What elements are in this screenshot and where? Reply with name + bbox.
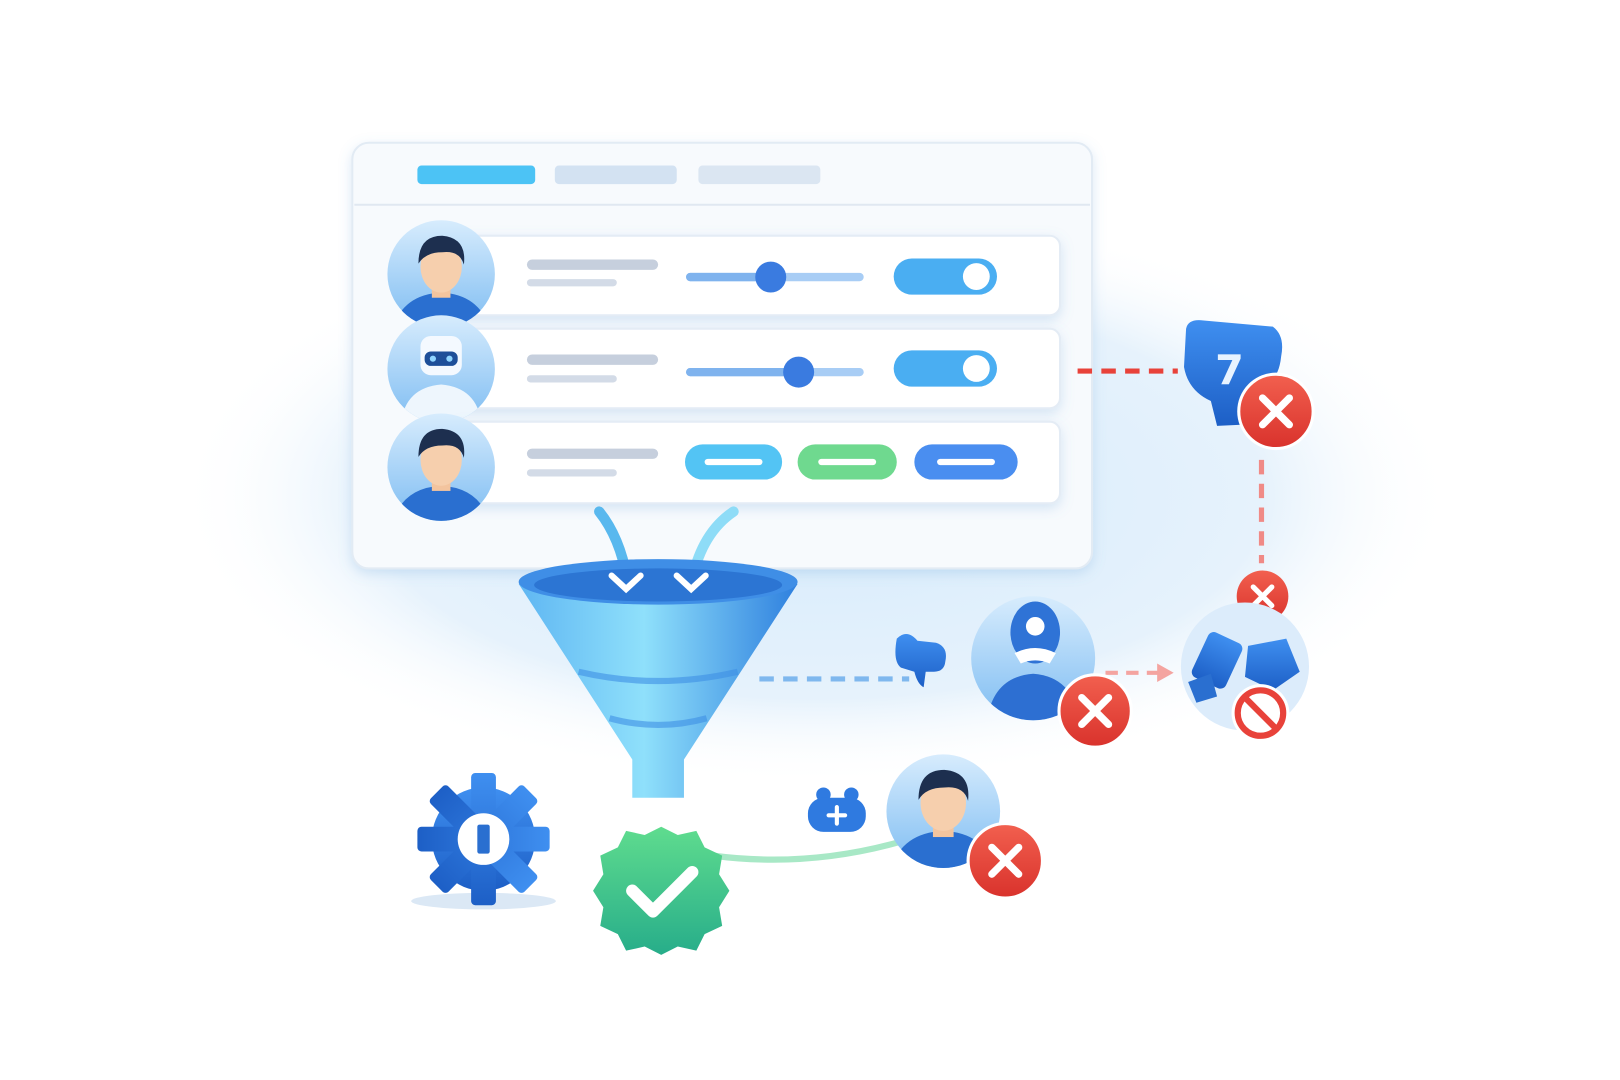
pill-button-blue[interactable] [914,444,1018,480]
toggle-switch[interactable] [893,258,998,295]
text-placeholder [526,375,617,383]
text-placeholder [526,354,659,365]
reject-x-icon [1237,372,1315,451]
prohibited-icon [1231,684,1290,742]
thumbs-down-icon [895,633,946,688]
connector-arrow-pink [1105,663,1174,683]
tab-active[interactable] [417,165,536,185]
rejected-user-avatar [971,596,1096,721]
connector-green [712,839,900,863]
pill-button-green[interactable] [797,444,897,480]
approved-check-badge [593,826,730,955]
funnel-icon [518,506,798,798]
table-row [387,220,1062,328]
bot-avatar [387,315,495,423]
slider-thumb[interactable] [755,261,787,293]
fist-number: 7 [1215,347,1244,395]
bot-add-icon [807,787,866,832]
slider[interactable] [686,261,864,293]
settings-gear-icon [411,772,556,910]
slider-thumb[interactable] [783,356,815,388]
text-placeholder [526,469,617,477]
tab-3[interactable] [698,165,821,185]
avatar [387,413,495,521]
table-row [387,315,1062,423]
slider[interactable] [686,356,864,388]
tab-2[interactable] [554,165,677,185]
text-placeholder [526,448,659,459]
text-placeholder [526,279,617,287]
table-row [387,413,1062,521]
reject-x-icon [966,822,1045,900]
pill-button-cyan[interactable] [684,444,783,480]
reject-x-icon [1057,673,1133,749]
avatar [387,220,495,328]
toggle-switch[interactable] [893,350,998,387]
text-placeholder [526,259,659,270]
